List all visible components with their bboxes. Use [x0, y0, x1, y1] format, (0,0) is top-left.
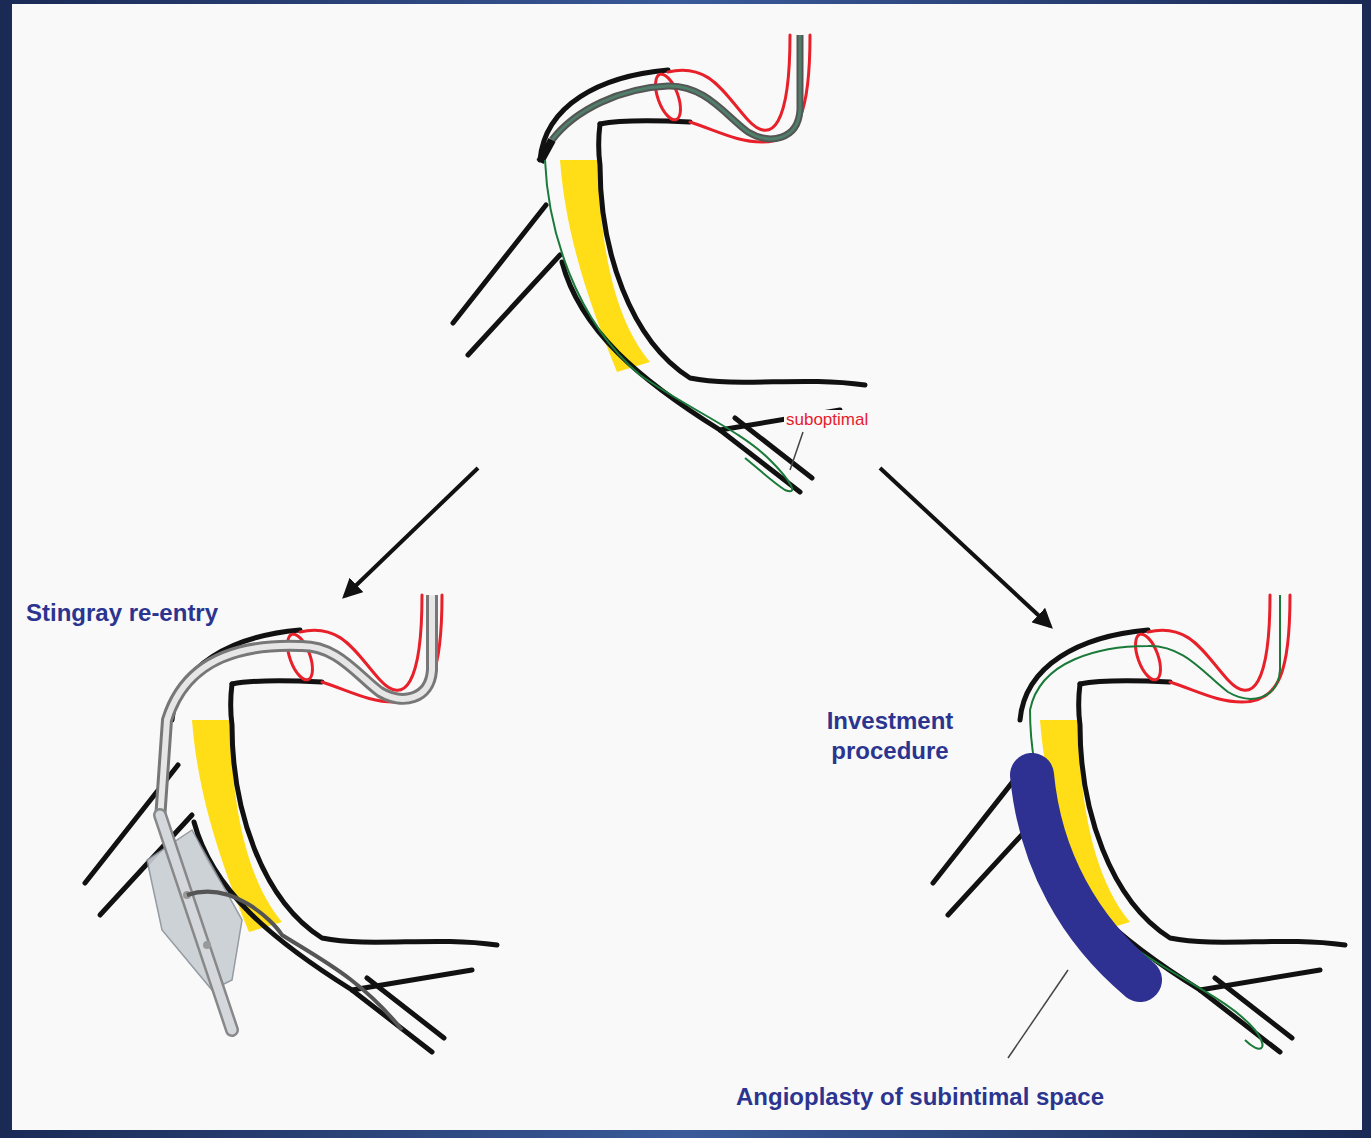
arrow: [345, 468, 478, 596]
note-label: suboptimal: [784, 410, 870, 430]
callout-label: Angioplasty of subintimal space: [736, 1082, 1104, 1112]
panel-title: Stingray re-entry: [26, 598, 218, 628]
vessel-investment: [933, 595, 1345, 1058]
vessel-stingray: [85, 595, 497, 1052]
panel-title: Investment procedure: [800, 706, 980, 766]
arrow: [880, 468, 1050, 626]
